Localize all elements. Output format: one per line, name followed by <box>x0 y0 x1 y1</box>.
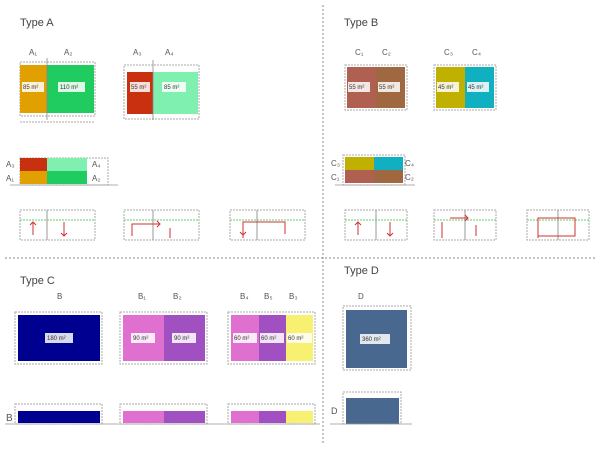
value-a4: 85 m² <box>164 85 179 91</box>
section-label-c2: C₂ <box>405 173 414 182</box>
type-c-plan-3: 60 m² 60 m² 60 m² <box>227 311 316 365</box>
type-a-circulation-1 <box>19 209 96 241</box>
section-label-c3: C₃ <box>331 159 340 168</box>
type-a-plan-2: 55 m² 85 m² <box>123 60 200 120</box>
value-c1: 55 m² <box>349 85 364 91</box>
value-d: 360 m² <box>362 337 381 343</box>
label-a1: A₁ <box>29 48 37 57</box>
section-label-c1: C₁ <box>331 173 340 182</box>
label-b1: B₁ <box>138 292 146 301</box>
label-b: B <box>57 292 62 301</box>
value-a3: 55 m² <box>131 85 146 91</box>
type-c-plan-2: 90 m² 90 m² <box>119 311 208 365</box>
section-title-type-b: Type B <box>344 17 378 29</box>
section-label-c4: C₄ <box>405 159 414 168</box>
value-b3: 60 m² <box>288 336 303 342</box>
type-b-circulation-2 <box>433 209 497 241</box>
section-title-type-c: Type C <box>20 275 55 287</box>
type-c-plan-1: 180 m² <box>14 311 103 365</box>
value-c2: 55 m² <box>379 85 394 91</box>
type-b-plan-1: 55 m² 55 m² <box>344 64 408 111</box>
value-b4: 60 m² <box>234 336 249 342</box>
type-d-plan: 360 m² <box>342 305 412 371</box>
unit-a3 <box>127 72 153 114</box>
type-b-plan-2: 45 m² 45 m² <box>433 64 497 111</box>
value-b2: 90 m² <box>174 336 189 342</box>
label-a4-top: A₄ <box>165 48 174 57</box>
label-b5: B₅ <box>264 292 273 301</box>
type-b-circulation-1 <box>344 209 408 241</box>
section-label-a3: A₃ <box>6 160 15 169</box>
label-b3: B₃ <box>289 292 298 301</box>
type-a-circulation-2 <box>123 209 200 241</box>
section-title-type-a: Type A <box>20 17 54 29</box>
value-c3: 45 m² <box>438 85 453 91</box>
section-title-type-d: Type D <box>344 265 379 277</box>
section-label-a4: A₄ <box>92 160 101 169</box>
label-b2: B₂ <box>173 292 181 301</box>
type-b-circulation-3 <box>526 209 590 241</box>
label-b4: B₄ <box>240 292 249 301</box>
type-b-section: C₃ C₁ C₄ C₂ <box>331 154 415 186</box>
type-c-section: B <box>5 403 320 425</box>
label-c2: C₂ <box>382 48 391 57</box>
value-b5: 60 m² <box>261 336 276 342</box>
unit-a4 <box>153 72 198 114</box>
label-a2: A₂ <box>64 48 72 57</box>
value-c4: 45 m² <box>468 85 483 91</box>
type-a-circulation-3 <box>229 209 306 241</box>
type-d-section: D <box>330 391 412 425</box>
section-label-a1: A₁ <box>6 174 14 183</box>
label-c3: C₃ <box>444 48 453 57</box>
label-c4: C₄ <box>472 48 481 57</box>
type-a-section: A₃ A₁ A₄ A₂ <box>6 157 118 186</box>
section-label-b: B <box>6 413 13 424</box>
value-b: 180 m² <box>47 336 66 342</box>
label-a3-top: A₃ <box>133 48 142 57</box>
value-a2: 110 m² <box>60 85 78 91</box>
section-label-d: D <box>331 406 338 416</box>
value-b1: 90 m² <box>133 336 148 342</box>
section-label-a2: A₂ <box>92 174 100 183</box>
type-a-plan-1: 85 m² 110 m² <box>19 58 96 123</box>
value-a1: 85 m² <box>23 85 38 91</box>
label-c1: C₁ <box>355 48 364 57</box>
label-d: D <box>358 292 364 301</box>
